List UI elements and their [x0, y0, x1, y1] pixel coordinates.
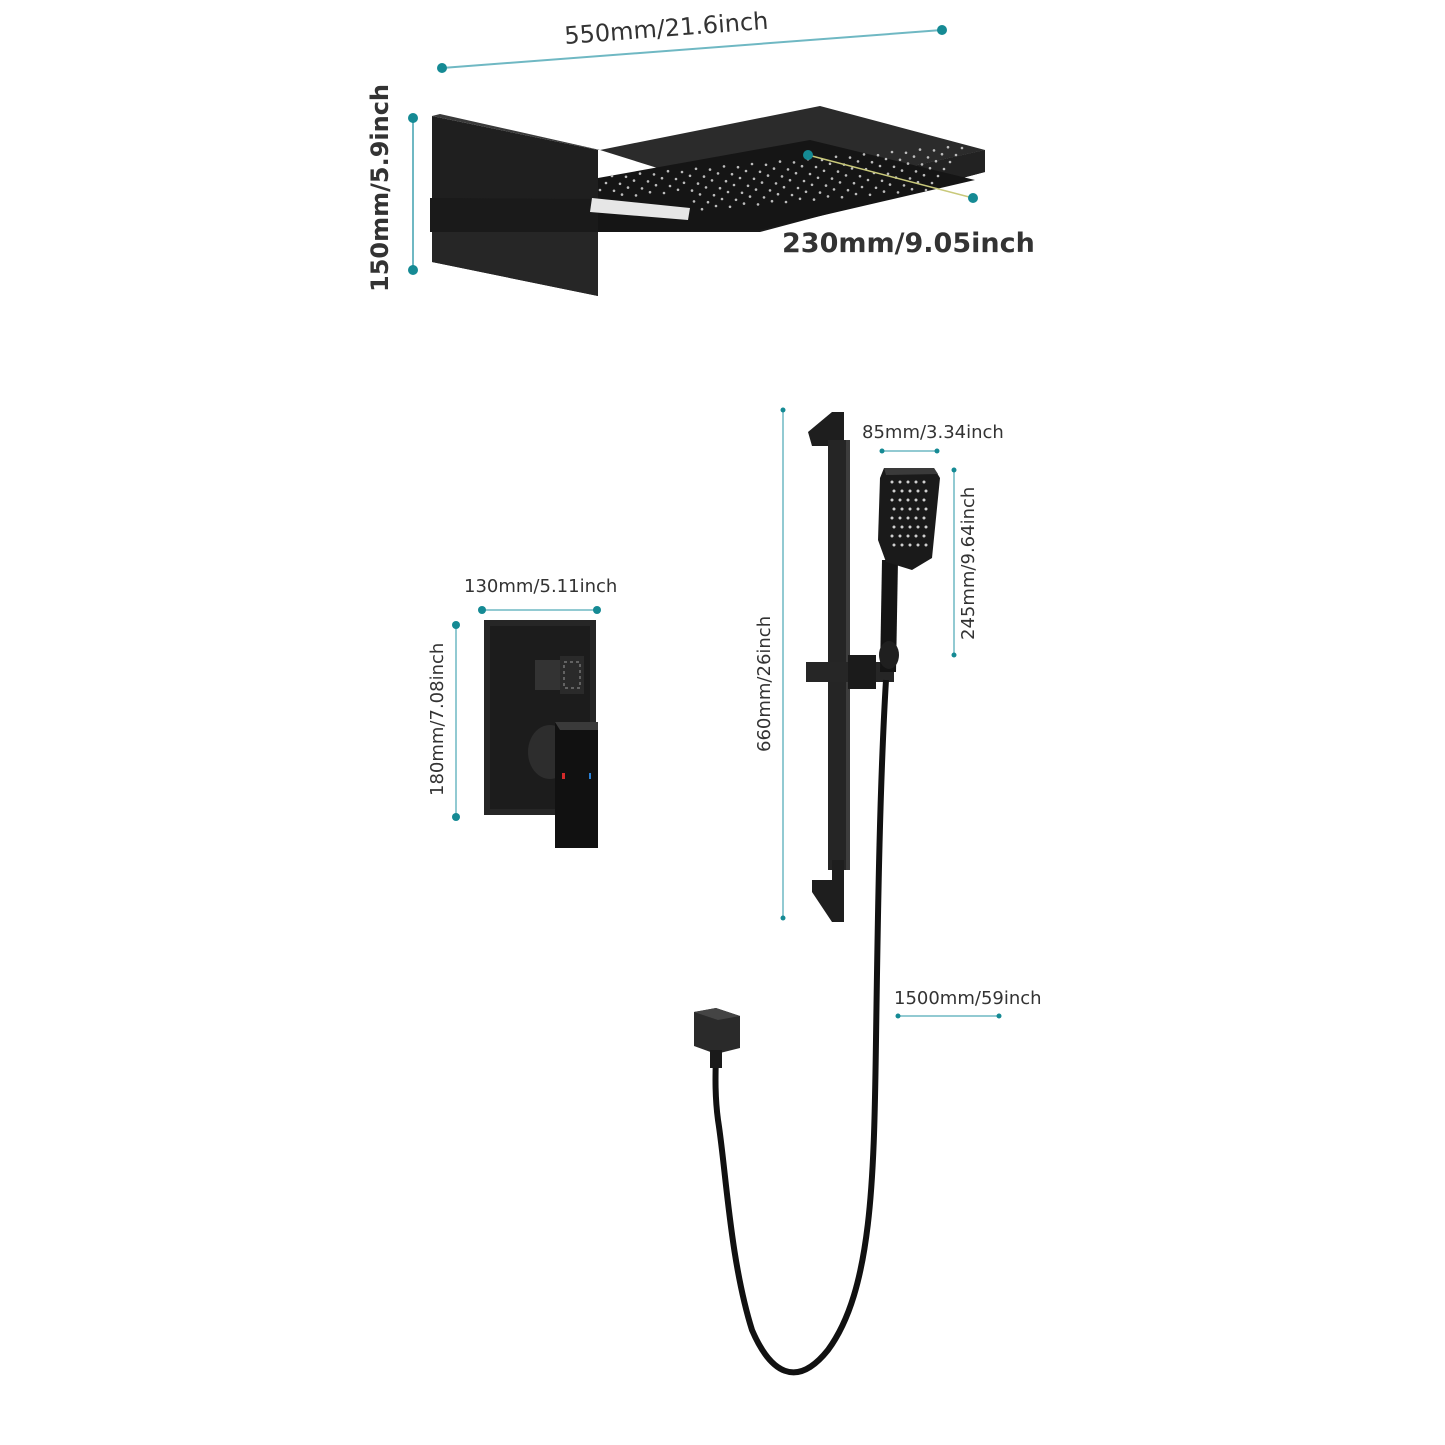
hose-and-outlet [694, 679, 889, 1376]
slide-rail [828, 440, 850, 870]
dimension-dot [996, 1013, 1002, 1019]
dimension-dot [951, 467, 957, 473]
slide-bar-height-dimension: 660mm/26inch [754, 407, 786, 921]
slide-bar [806, 412, 894, 922]
hand-shower [878, 468, 940, 672]
hand-shower-width-dimension: 85mm/3.34inch [862, 422, 1004, 454]
rain-head-depth-dimension: 230mm/9.05inch [782, 150, 1035, 259]
dimension-line [441, 29, 943, 69]
dimension-dot [593, 606, 601, 614]
hand-shower-nozzles [890, 480, 928, 547]
valve-width-dimension: 130mm/5.11inch [464, 576, 617, 614]
bottom-bracket [812, 860, 844, 922]
rain-head-width-dimension: 550mm/21.6inch [437, 7, 947, 73]
dimension-dot [408, 113, 418, 123]
dimension-dot [934, 448, 940, 454]
rain-head-height-label: 150mm/5.9inch [366, 84, 394, 292]
dimension-dot [968, 193, 978, 203]
hose-length-dimension: 1500mm/59inch [894, 988, 1042, 1019]
dimension-dot [452, 813, 460, 821]
rain-shower-head [430, 106, 985, 296]
valve-height-dimension: 180mm/7.08inch [427, 621, 460, 821]
dimension-dot [452, 621, 460, 629]
hose-length-label: 1500mm/59inch [894, 988, 1042, 1009]
dimension-dot [951, 652, 957, 658]
dimension-dot [895, 1013, 901, 1019]
handle-lever [555, 722, 598, 848]
rain-head-height-dimension: 150mm/5.9inch [366, 84, 418, 292]
wall-outlet [694, 1008, 740, 1054]
shower-hose [712, 679, 889, 1376]
cold-indicator [589, 773, 591, 779]
waterfall-outlet [590, 198, 690, 220]
hand-shower-width-label: 85mm/3.34inch [862, 422, 1004, 443]
valve-height-label: 180mm/7.08inch [427, 643, 448, 796]
valve-trim [484, 620, 598, 848]
slide-bar-height-label: 660mm/26inch [754, 616, 775, 752]
dimension-dot [780, 407, 786, 413]
nozzle-panel [598, 140, 975, 232]
dimension-dot [437, 63, 447, 73]
hand-shower-height-dimension: 245mm/9.64inch [951, 467, 979, 658]
rain-head-width-label: 550mm/21.6inch [563, 7, 769, 50]
dimension-dot [408, 265, 418, 275]
dimension-dot [803, 150, 813, 160]
rain-head-depth-label: 230mm/9.05inch [782, 228, 1035, 259]
hot-indicator [562, 773, 565, 779]
dimension-dot [937, 25, 947, 35]
dimension-dot [780, 915, 786, 921]
dimension-dot [478, 606, 486, 614]
valve-width-label: 130mm/5.11inch [464, 576, 617, 597]
dimension-dot [879, 448, 885, 454]
spray-nozzles [598, 145, 964, 211]
dimension-line [807, 154, 974, 199]
hand-shower-height-label: 245mm/9.64inch [958, 487, 979, 640]
